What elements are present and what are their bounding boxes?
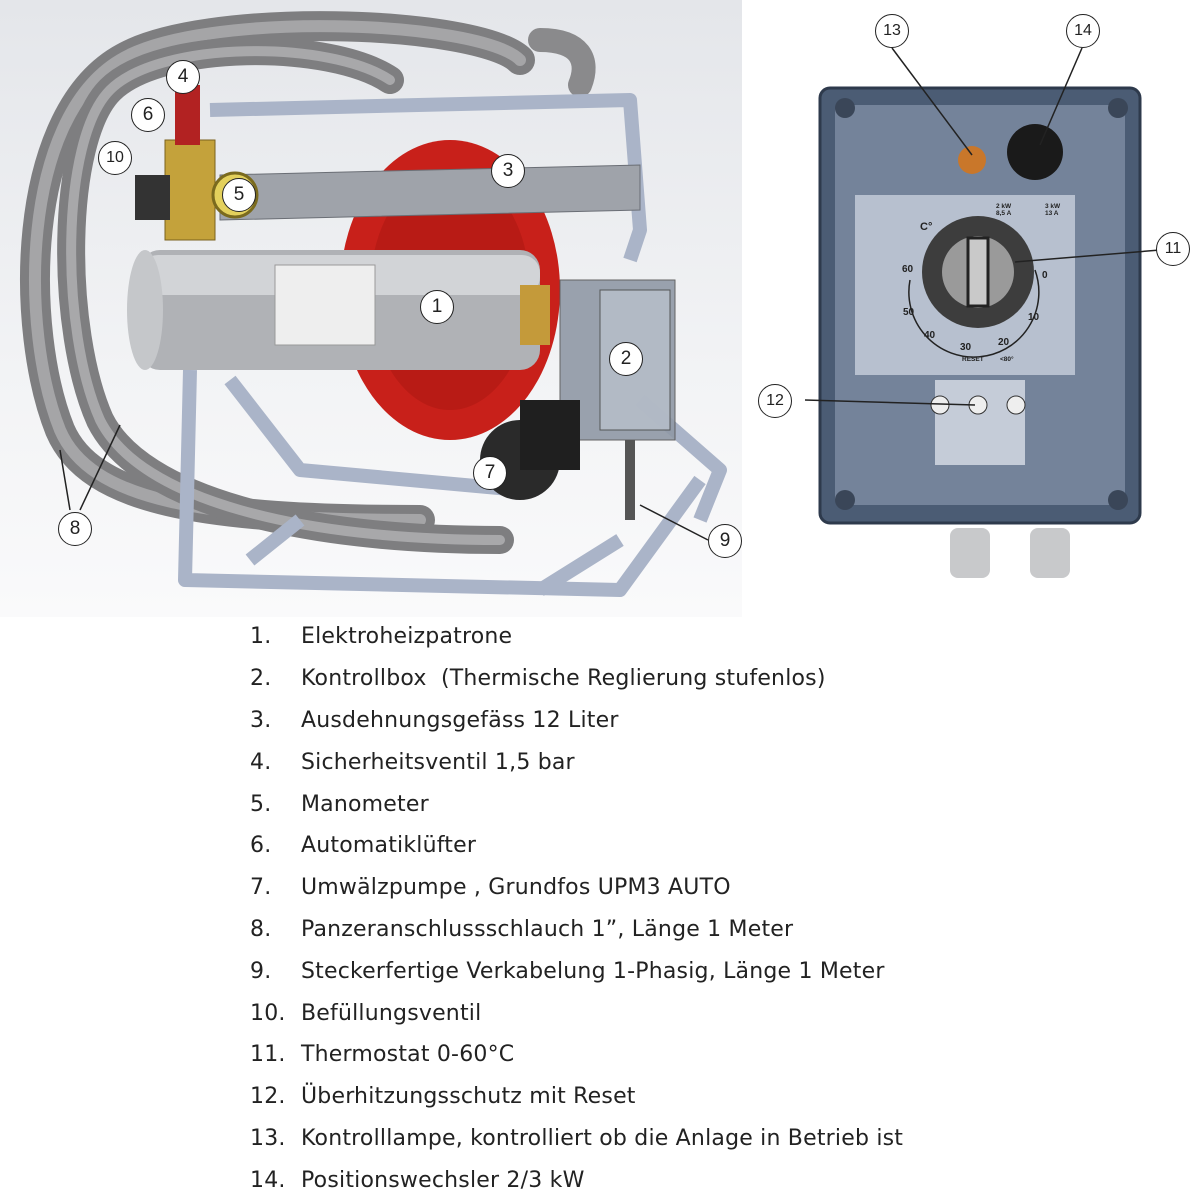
dial-scale-30: 30 <box>960 342 972 353</box>
dial-scale-20: 20 <box>998 337 1010 348</box>
cable-gland <box>950 528 990 578</box>
legend-item: 13. Kontrolllampe, kontrolliert ob die An… <box>250 1118 1010 1160</box>
power-selector-knob <box>1007 124 1063 180</box>
legend-item: 2. Kontrollbox (Thermische Reglierung stu… <box>250 658 1010 700</box>
heating-unit-illustration: 1 2 3 4 5 6 7 8 9 10 <box>0 0 742 617</box>
legend-text: Steckerfertige Verkabelung 1-Phasig, Län… <box>301 958 885 984</box>
dial-unit-label: C° <box>920 221 932 233</box>
callout-10: 10 <box>98 141 132 175</box>
legend-number: 1. <box>250 624 272 650</box>
heater-cartridge <box>127 250 550 370</box>
legend-text: Automatiklüfter <box>301 833 477 859</box>
callout-11: 11 <box>1156 232 1190 266</box>
legend-number: 11. <box>250 1042 286 1068</box>
callout-12: 12 <box>758 384 792 418</box>
dial-scale-60: 60 <box>902 264 914 275</box>
callout-5: 5 <box>222 178 256 212</box>
legend-item: 12. Überhitzungsschutz mit Reset <box>250 1076 1010 1118</box>
legend-text: Thermostat 0-60°C <box>301 1042 515 1068</box>
legend-number: 13. <box>250 1125 286 1151</box>
dial-scale-50: 50 <box>903 307 915 318</box>
legend-item: 9. Steckerfertige Verkabelung 1-Phasig, L… <box>250 950 1010 992</box>
callout-8: 8 <box>58 512 92 546</box>
control-box-illustration: C° 60 50 40 30 20 10 0 2 kW 8,5 A 3 kW 1… <box>758 0 1200 600</box>
legend-number: 9. <box>250 958 272 984</box>
legend-item: 6. Automatiklüfter <box>250 825 1010 867</box>
legend-text: Überhitzungsschutz mit Reset <box>301 1084 636 1110</box>
indicator-lamp <box>958 146 986 174</box>
legend-item: 5. Manometer <box>250 783 1010 825</box>
legend-item: 11. Thermostat 0-60°C <box>250 1034 1010 1076</box>
legend-item: 10. Befüllungsventil <box>250 992 1010 1034</box>
legend-number: 8. <box>250 916 272 942</box>
legend-text: Sicherheitsventil 1,5 bar <box>301 749 575 775</box>
mounting-bar <box>219 164 641 221</box>
legend-item: 7. Umwälzpumpe , Grundfos UPM3 AUTO <box>250 867 1010 909</box>
callout-6: 6 <box>131 98 165 132</box>
dial-scale-arc <box>908 269 1040 358</box>
legend-item: 3. Ausdehnungsgefäss 12 Liter <box>250 700 1010 742</box>
callout-9: 9 <box>708 524 742 558</box>
callout-7: 7 <box>473 456 507 490</box>
legend-text: Elektroheizpatrone <box>301 624 513 650</box>
dial-scale-10: 10 <box>1028 312 1040 323</box>
legend-number: 7. <box>250 875 272 901</box>
legend-text: Kontrollbox (Thermische Reglierung stufe… <box>301 666 826 692</box>
power-left-line2: 8,5 A <box>996 210 1012 217</box>
power-right-line2: 13 A <box>1045 210 1059 217</box>
control-box-small <box>559 279 676 441</box>
corner-screw <box>1108 98 1128 118</box>
control-box-leaders <box>804 47 1161 406</box>
legend-item: 4. Sicherheitsventil 1,5 bar <box>250 741 1010 783</box>
corner-screw <box>1108 490 1128 510</box>
reset-label: RESET <box>962 356 984 363</box>
control-box-drawing: C° 60 50 40 30 20 10 0 2 kW 8,5 A 3 kW 1… <box>804 47 1161 578</box>
legend-text: Kontrolllampe, kontrolliert ob die Anlag… <box>301 1125 904 1151</box>
legend-text: Positionswechsler 2/3 kW <box>301 1167 585 1193</box>
power-right-line1: 3 kW <box>1045 203 1061 210</box>
legend-number: 4. <box>250 749 272 775</box>
legend-number: 12. <box>250 1084 286 1110</box>
legend-item: 8. Panzeranschlussschlauch 1”, Länge 1 Me… <box>250 909 1010 951</box>
callout-2: 2 <box>609 342 643 376</box>
callout-3: 3 <box>491 154 525 188</box>
legend-number: 6. <box>250 833 272 859</box>
legend-text: Panzeranschlussschlauch 1”, Länge 1 Mete… <box>301 916 794 942</box>
legend-text: Manometer <box>301 791 429 817</box>
corner-screw <box>835 98 855 118</box>
callout-4: 4 <box>166 60 200 94</box>
power-left-line1: 2 kW <box>996 203 1012 210</box>
legend-text: Umwälzpumpe , Grundfos UPM3 AUTO <box>301 875 731 901</box>
legend-number: 14. <box>250 1167 286 1193</box>
dial-scale-0: 0 <box>1042 270 1048 281</box>
armored-hoses <box>20 11 596 554</box>
legend-text: Ausdehnungsgefäss 12 Liter <box>301 707 619 733</box>
legend-number: 2. <box>250 666 272 692</box>
terminal-screw <box>1006 395 1026 415</box>
callout-13: 13 <box>875 14 909 48</box>
overheat-label: <80° <box>1000 355 1014 363</box>
dial-grip <box>966 236 990 308</box>
callout-1: 1 <box>420 290 454 324</box>
heating-unit-drawing <box>20 11 727 597</box>
parts-legend: 1. Elektroheizpatrone 2. Kontrollbox (Ther… <box>250 616 1010 1201</box>
overheat-protection-block <box>935 380 1025 465</box>
callout-14: 14 <box>1066 14 1100 48</box>
corner-screw <box>835 490 855 510</box>
legend-item: 14. Positionswechsler 2/3 kW <box>250 1159 1010 1201</box>
dial-scale-40: 40 <box>924 330 936 341</box>
terminal-screw <box>930 395 950 415</box>
legend-number: 3. <box>250 707 272 733</box>
legend-item: 1. Elektroheizpatrone <box>250 616 1010 658</box>
legend-text: Befüllungsventil <box>301 1000 482 1026</box>
cable-gland <box>1030 528 1070 578</box>
leader-lines <box>59 424 709 541</box>
legend-number: 10. <box>250 1000 286 1026</box>
legend-number: 5. <box>250 791 272 817</box>
